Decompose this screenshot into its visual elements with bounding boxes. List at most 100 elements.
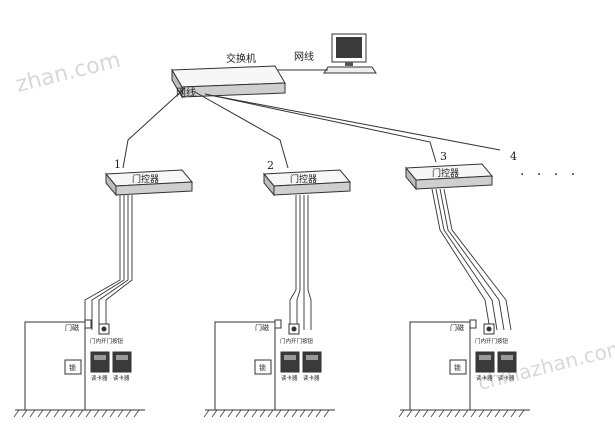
wire-2-4 bbox=[307, 195, 312, 330]
door-unit-2: 门磁锁门内开门按钮读卡器读卡器 bbox=[203, 319, 335, 418]
exit-button-dot bbox=[291, 326, 297, 332]
door-frame bbox=[409, 321, 471, 410]
card-reader-label: 读卡器 bbox=[498, 374, 515, 382]
wire-3-3 bbox=[439, 188, 505, 331]
lock-icon bbox=[64, 359, 82, 375]
floor-hatch bbox=[414, 409, 421, 418]
computer-icon bbox=[323, 33, 377, 74]
door-magnet-icon bbox=[469, 319, 477, 329]
floor-hatch bbox=[13, 409, 20, 418]
door-controller-3 bbox=[404, 163, 494, 191]
floor-hatch bbox=[486, 409, 493, 418]
door-magnet-label: 门磁 bbox=[450, 323, 464, 332]
controller-2-label: 门控器 bbox=[290, 173, 317, 185]
door-controller-1 bbox=[104, 169, 194, 197]
floor-hatch bbox=[494, 409, 501, 418]
floor-hatch bbox=[37, 409, 44, 418]
wire-2-1 bbox=[289, 195, 297, 330]
floor-hatch bbox=[117, 409, 124, 418]
wire-3-2 bbox=[435, 188, 498, 331]
floor-hatch bbox=[101, 409, 108, 418]
switch-label: 交换机 bbox=[226, 52, 256, 65]
floor-hatch bbox=[283, 409, 290, 418]
floor-hatch bbox=[398, 409, 405, 418]
wire-3-4 bbox=[443, 188, 512, 331]
controller-4-number: 4 bbox=[510, 150, 517, 163]
door-controller-2 bbox=[262, 169, 352, 197]
floor-hatch bbox=[45, 409, 52, 418]
door-magnet-label: 门磁 bbox=[65, 323, 79, 332]
floor-hatch bbox=[518, 409, 525, 418]
exit-button-dot bbox=[101, 326, 107, 332]
floor-hatch bbox=[21, 409, 28, 418]
floor-hatch bbox=[446, 409, 453, 418]
card-reader-screen bbox=[501, 355, 513, 360]
controller-3-label: 门控器 bbox=[432, 167, 459, 179]
card-reader-label: 读卡器 bbox=[303, 374, 320, 382]
lock-label: 锁 bbox=[259, 363, 266, 372]
floor-hatch bbox=[61, 409, 68, 418]
floor-hatch bbox=[470, 409, 477, 418]
floor-hatch bbox=[219, 409, 226, 418]
door-unit-1: 门磁锁门内开门按钮读卡器读卡器 bbox=[13, 319, 145, 418]
wire-3-1 bbox=[431, 188, 491, 331]
wire-1-1 bbox=[84, 195, 121, 330]
floor-hatch bbox=[243, 409, 250, 418]
card-reader-screen bbox=[94, 355, 106, 360]
floor-hatch bbox=[454, 409, 461, 418]
floor-hatch bbox=[438, 409, 445, 418]
floor-hatch bbox=[29, 409, 36, 418]
wiring-bundles bbox=[84, 188, 512, 331]
wire-1-2 bbox=[91, 195, 125, 330]
floor-hatch bbox=[502, 409, 509, 418]
door-unit-3: 门磁锁门内开门按钮读卡器读卡器 bbox=[398, 319, 530, 418]
floor-hatch bbox=[299, 409, 306, 418]
floor-hatch bbox=[211, 409, 218, 418]
cable-label-top: 网线 bbox=[294, 50, 314, 63]
exit-button-label: 门内开门按钮 bbox=[280, 337, 314, 345]
wire-1-4 bbox=[105, 195, 133, 330]
floor-hatch bbox=[422, 409, 429, 418]
floor-hatch bbox=[69, 409, 76, 418]
lock-icon bbox=[449, 359, 467, 375]
card-reader-screen bbox=[306, 355, 318, 360]
wire-1-3 bbox=[98, 195, 129, 330]
floor-hatch bbox=[133, 409, 140, 418]
card-reader-label: 读卡器 bbox=[113, 374, 130, 382]
floor-hatch bbox=[275, 409, 282, 418]
wire-2-2 bbox=[296, 195, 301, 330]
lock-label: 锁 bbox=[454, 363, 461, 372]
lock-icon bbox=[254, 359, 272, 375]
floor-hatch bbox=[125, 409, 132, 418]
card-reader-screen bbox=[284, 355, 296, 360]
card-reader-screen bbox=[116, 355, 128, 360]
watermark: zhan.com bbox=[13, 48, 123, 98]
card-reader-screen bbox=[479, 355, 491, 360]
controller-2-number: 2 bbox=[267, 159, 274, 172]
floor-hatch bbox=[251, 409, 258, 418]
floor-hatch bbox=[510, 409, 517, 418]
floor-hatch bbox=[53, 409, 60, 418]
floor-hatch bbox=[235, 409, 242, 418]
card-reader-label: 读卡器 bbox=[281, 374, 298, 382]
exit-button-label: 门内开门按钮 bbox=[475, 337, 509, 345]
controller-1-label: 门控器 bbox=[132, 173, 159, 185]
floor-hatch bbox=[109, 409, 116, 418]
floor-hatch bbox=[291, 409, 298, 418]
controller-1-number: 1 bbox=[114, 158, 121, 171]
floor-hatch bbox=[478, 409, 485, 418]
network-switch bbox=[171, 65, 286, 99]
exit-button-dot bbox=[486, 326, 492, 332]
floor-hatch bbox=[315, 409, 322, 418]
door-units: 门磁锁门内开门按钮读卡器读卡器门磁锁门内开门按钮读卡器读卡器门磁锁门内开门按钮读… bbox=[13, 319, 530, 418]
floor-hatch bbox=[203, 409, 210, 418]
floor-hatch bbox=[430, 409, 437, 418]
continuation-dots: · · · · bbox=[520, 167, 579, 183]
door-frame bbox=[24, 321, 86, 410]
door-magnet-label: 门磁 bbox=[255, 323, 269, 332]
door-magnet-icon bbox=[84, 319, 92, 329]
floor-hatch bbox=[93, 409, 100, 418]
door-magnet-icon bbox=[274, 319, 282, 329]
floor-hatch bbox=[259, 409, 266, 418]
